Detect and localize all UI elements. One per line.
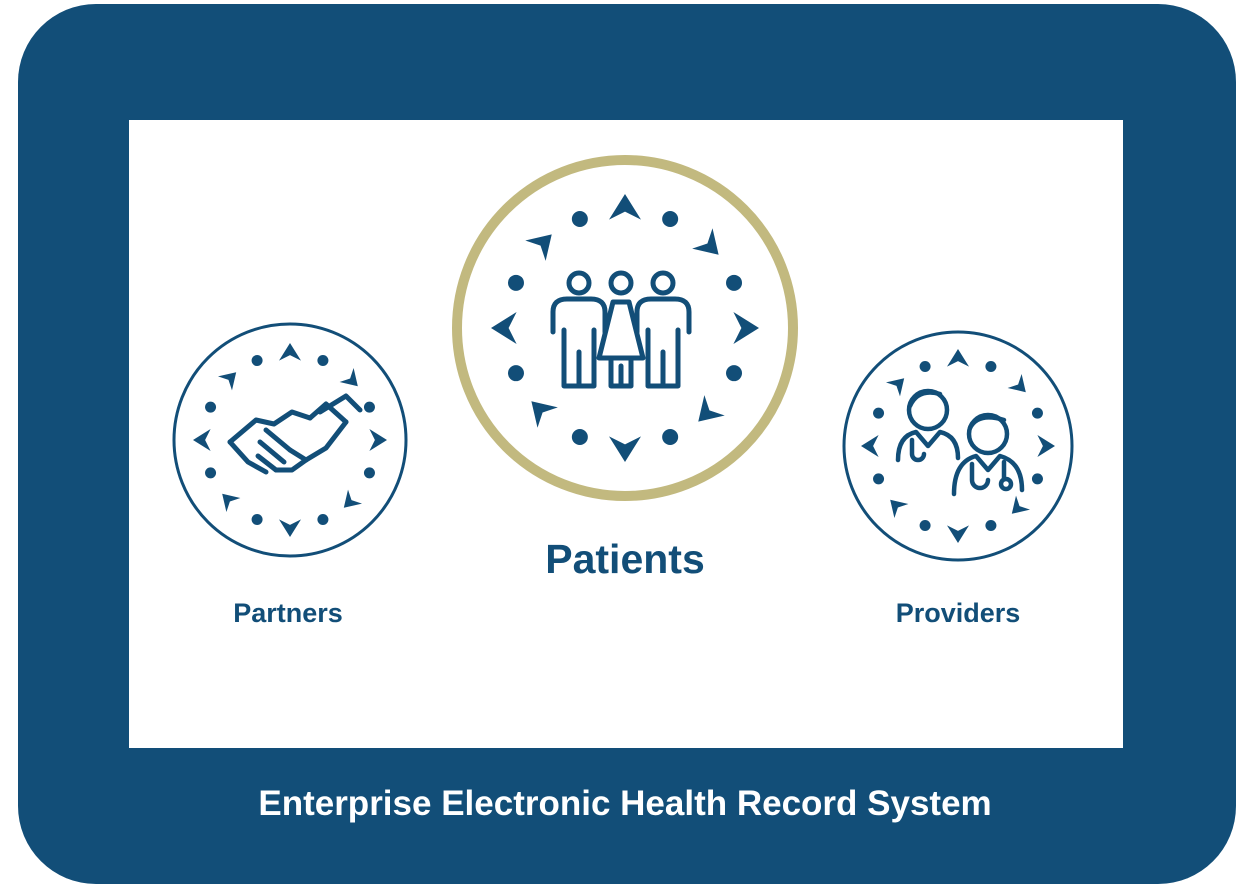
ring-dot [873,407,885,419]
diagram-panel [129,120,1123,748]
ring-dot [873,473,885,485]
patients-ring [452,155,798,501]
ring-marks [861,349,1055,543]
ring-arrow [861,435,879,457]
partners-ring [172,322,408,558]
ring-arrow [609,436,641,462]
ring-dot [726,274,743,291]
ring-arrow [733,312,759,344]
doctors-icon [895,388,1025,497]
ring-marks [193,343,387,537]
ring-dot [251,513,263,525]
ring-dot [1031,473,1043,485]
ring-arrow [890,499,909,519]
handshake-icon [227,393,363,475]
ring-arrow [1011,495,1031,514]
ring-arrow [947,525,969,543]
providers-label: Providers [895,598,1021,628]
ring-dot [317,355,329,367]
ring-arrow [609,194,641,220]
ring-dot [662,210,679,227]
ring-dot [662,429,679,446]
ring-arrow [339,367,358,387]
ring-arrow [698,395,725,422]
ring-dot [571,429,588,446]
ring-dot [205,467,217,479]
ring-marks [491,194,759,462]
patients-label: Patients [545,536,705,582]
ring-arrow [692,228,719,255]
ring-arrow [1037,435,1055,457]
ring-dot [919,519,931,531]
ring-dot [571,210,588,227]
ring-arrow [279,343,301,361]
ring-dot [726,365,743,382]
ring-arrow [193,429,211,451]
partners-label: Partners [233,598,343,628]
ring-arrow [491,312,517,344]
ring-dot [507,365,524,382]
ring-dot [1031,407,1043,419]
ring-dot [363,401,375,413]
ring-dot [985,519,997,531]
ring-arrow [885,378,905,397]
ring-arrow [279,519,301,537]
patients-hub [449,152,801,504]
ring-arrow [531,401,558,428]
system-title: Enterprise Electronic Health Record Syst… [258,784,992,823]
ring-dot [205,401,217,413]
ring-dot [317,513,329,525]
ring-arrow [525,234,552,261]
providers-ring [842,330,1074,562]
ring-arrow [217,372,237,391]
ring-arrow [369,429,387,451]
ring-dot [251,355,263,367]
partners-hub [170,320,410,560]
providers-hub [840,328,1076,564]
ring-dot [919,361,931,373]
ring-arrow [1007,373,1026,393]
people-group-icon [550,270,692,389]
ring-dot [985,361,997,373]
ring-dot [363,467,375,479]
ring-dot [507,274,524,291]
ring-arrow [947,349,969,367]
ring-arrow [222,493,241,513]
ring-arrow [343,489,363,508]
